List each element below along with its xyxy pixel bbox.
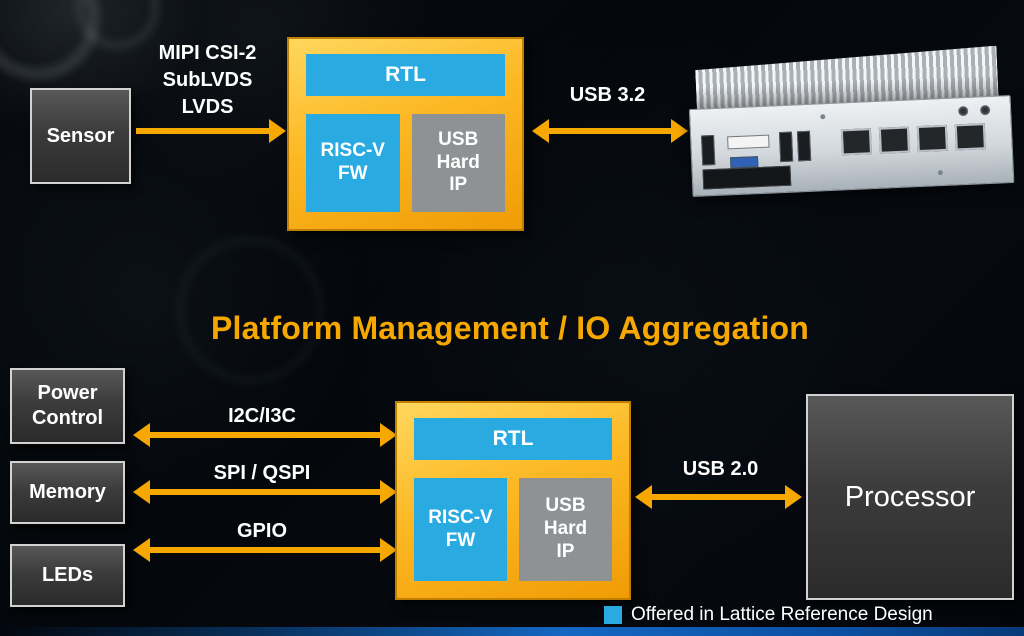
arrow-sensor-to-fpga — [136, 128, 269, 134]
usb-port — [778, 131, 794, 163]
drive-bay — [702, 165, 792, 190]
usb-port — [796, 130, 812, 162]
rtl-block-top: RTL — [306, 54, 505, 96]
spi-bus-label: SPI / QSPI — [213, 462, 311, 484]
usb-hard-ip-block-bottom: USB Hard IP — [519, 478, 612, 581]
gpio-bus-label: GPIO — [236, 520, 287, 542]
antenna-connector — [979, 104, 991, 116]
sensor-block: Sensor — [30, 88, 131, 184]
ethernet-port — [954, 123, 986, 151]
memory-block: Memory — [10, 461, 125, 524]
bus-line-mipi: MIPI CSI-2 — [158, 42, 257, 64]
background-bokeh — [0, 0, 100, 80]
usb32-label: USB 3.2 — [569, 84, 646, 106]
arrow-i2c — [150, 432, 380, 438]
arrow-fpga-to-processor — [652, 494, 785, 500]
screw — [937, 170, 943, 176]
fpga-block-top: RTL RISC-V FW USB Hard IP — [287, 37, 524, 231]
embedded-pc-illustration — [687, 45, 1016, 219]
dvi-port — [727, 134, 770, 150]
antenna-connector — [957, 105, 969, 117]
pc-front-panel — [688, 95, 1015, 197]
processor-block: Processor — [806, 394, 1014, 600]
arrow-fpga-to-host — [549, 128, 671, 134]
i2c-bus-label: I2C/I3C — [228, 405, 296, 427]
riscv-fw-block-top: RISC-V FW — [306, 114, 400, 212]
bus-line-sublvds: SubLVDS — [162, 69, 253, 91]
ethernet-port — [840, 128, 872, 156]
rtl-block-bottom: RTL — [414, 418, 612, 460]
legend-row: Offered in Lattice Reference Design — [604, 604, 933, 626]
legend-cyan-swatch — [604, 606, 622, 624]
arrow-gpio — [150, 547, 380, 553]
screw — [820, 114, 826, 120]
riscv-fw-block-bottom: RISC-V FW — [414, 478, 507, 581]
usb-hard-ip-block-top: USB Hard IP — [411, 114, 505, 212]
usb-port — [701, 134, 716, 166]
ethernet-port — [916, 124, 948, 153]
leds-block: LEDs — [10, 544, 125, 607]
ethernet-port — [878, 126, 910, 154]
fpga-block-bottom: RTL RISC-V FW USB Hard IP — [395, 401, 631, 600]
legend-text: Offered in Lattice Reference Design — [631, 604, 933, 625]
bottom-accent-bar — [0, 627, 1024, 636]
power-control-block: Power Control — [10, 368, 125, 444]
section-title: Platform Management / IO Aggregation — [210, 310, 810, 346]
bus-line-lvds: LVDS — [181, 96, 234, 118]
usb2-label: USB 2.0 — [682, 458, 759, 480]
arrow-spi — [150, 489, 380, 495]
sensor-bus-label: MIPI CSI-2 SubLVDS LVDS — [135, 40, 280, 121]
